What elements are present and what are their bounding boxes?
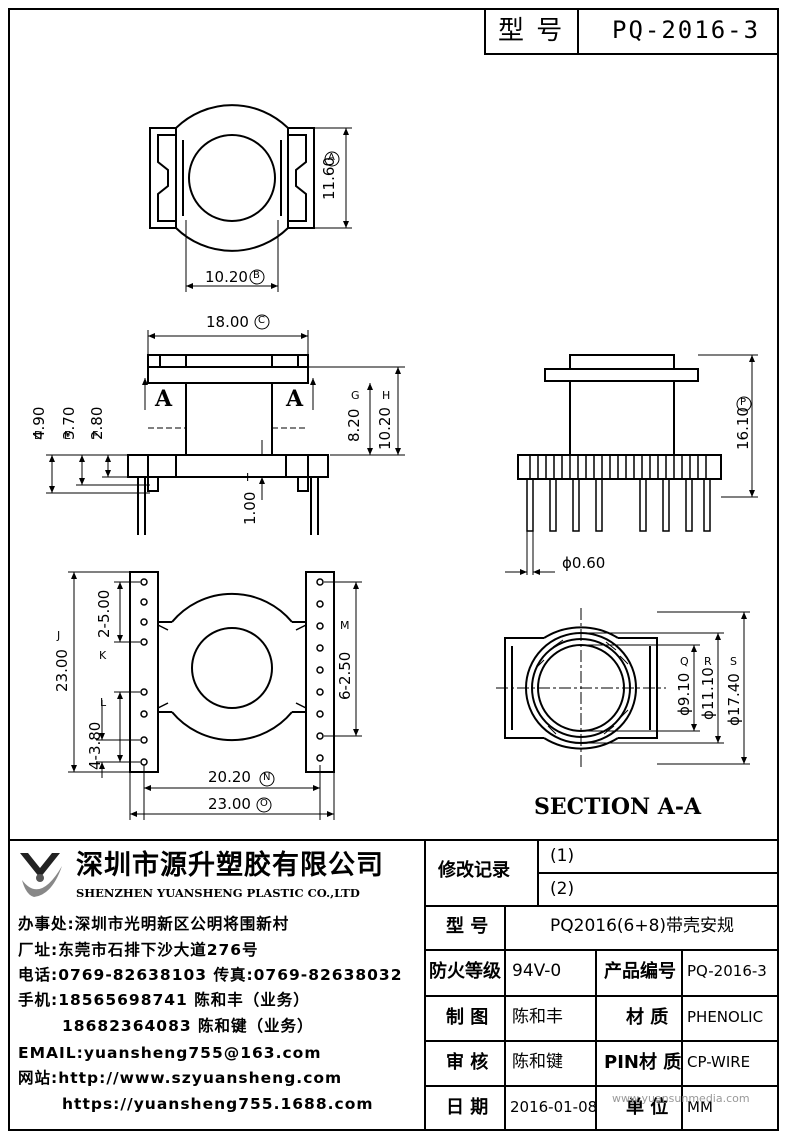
dim-i: 1.00	[241, 491, 259, 525]
model-label: 型 号	[446, 916, 489, 937]
bottom-view-pins	[140, 578, 324, 766]
tag-q: Q	[680, 655, 689, 668]
top-view-dims	[185, 127, 352, 292]
dim-right-height: 16.10	[734, 407, 752, 450]
company-name-en: SHENZHEN YUANSHENG PLASTIC CO.,LTD	[76, 886, 360, 900]
tag-circle-p	[736, 396, 752, 412]
tag-d: D	[34, 429, 43, 442]
pin-material-value: CP-WIRE	[687, 1053, 751, 1071]
tag-circle-c	[254, 314, 270, 330]
dim-top-height: 11.60	[320, 157, 338, 200]
unit-value: MM	[687, 1098, 713, 1116]
product-no-label: 产品编号	[604, 961, 676, 982]
tag-o: O	[260, 798, 268, 809]
company-name-cn: 深圳市源升塑胶有限公司	[76, 850, 384, 881]
side-view-pins	[526, 478, 711, 532]
dim-bottom-height: 23.00	[53, 649, 71, 692]
tag-l: L	[100, 696, 107, 709]
company-email: EMAIL:yuansheng755@163.com	[18, 1044, 322, 1062]
pin-material-label: PIN材 质	[604, 1052, 682, 1073]
model-value: PQ2016(6+8)带壳安规	[550, 916, 735, 936]
tag-j: J	[57, 629, 61, 642]
section-arrow-right: A	[286, 386, 304, 412]
drawn-by-label: 制 图	[446, 1007, 489, 1028]
tag-h: H	[382, 389, 391, 402]
dim-dia-q: ϕ9.10	[675, 672, 693, 716]
company-mobile2: 18682364083 陈和键（业务）	[62, 1017, 314, 1035]
side-view-fins	[529, 455, 707, 479]
tag-r: R	[704, 655, 712, 668]
section-arrow-left: A	[155, 386, 173, 412]
date-value: 2016-01-08	[510, 1098, 598, 1116]
tag-k: K	[99, 649, 107, 662]
bottom-view	[129, 571, 335, 773]
tag-circle-b	[249, 269, 265, 285]
model-title-label: 型 号	[498, 16, 565, 46]
dim-top-width: 10.20	[205, 268, 248, 286]
dim-side-width: 18.00	[206, 313, 249, 331]
tag-f: F	[92, 429, 99, 442]
dim-pitch-l: 4-3.80	[86, 721, 104, 770]
material-label: 材 质	[626, 1007, 669, 1028]
drawn-by-value: 陈和丰	[512, 1007, 563, 1027]
dim-dia-s: ϕ17.40	[725, 673, 743, 726]
dim-pitch-m: 6-2.50	[336, 651, 354, 700]
tag-e: E	[64, 429, 71, 442]
material-value: PHENOLIC	[687, 1008, 764, 1026]
company-site1: 网站:http://www.szyuansheng.com	[18, 1069, 343, 1087]
fire-rating-label: 防火等级	[429, 961, 501, 982]
model-title-box	[484, 8, 779, 55]
top-view	[149, 104, 315, 252]
section-view-hatch	[535, 639, 629, 735]
company-office: 办事处:深圳市光明新区公明将围新村	[18, 915, 290, 933]
company-phone: 电话:0769-82638103 传真:0769-82638032	[18, 966, 403, 984]
company-mobile1: 手机:18565698741 陈和丰（业务）	[18, 991, 310, 1009]
company-factory: 厂址:东莞市石排下沙大道276号	[18, 941, 259, 959]
revision-label: 修改记录	[438, 860, 510, 881]
tag-circle-a	[324, 151, 340, 167]
info-table	[9, 839, 778, 1130]
dim-outer-width: 23.00	[208, 795, 251, 813]
side-view	[517, 354, 722, 480]
front-view-dims	[46, 330, 405, 500]
side-view-dims	[505, 354, 758, 575]
company-site2: https://yuansheng755.1688.com	[62, 1095, 374, 1113]
section-view-dims	[496, 608, 750, 768]
bottom-view-dims	[68, 571, 362, 820]
unit-label: 单 位	[626, 1097, 669, 1118]
model-title-value: PQ-2016-3	[612, 16, 761, 44]
bottom-view-bore	[191, 627, 273, 709]
dim-pin-dia: ϕ0.60	[562, 554, 606, 572]
tag-circle-o	[256, 797, 272, 813]
date-label: 日 期	[446, 1097, 489, 1118]
tag-n: N	[263, 772, 271, 783]
drawing-frame	[8, 8, 779, 1131]
tag-m: M	[340, 619, 350, 632]
tag-a: A	[328, 152, 335, 163]
tag-g: G	[351, 389, 360, 402]
tag-b: B	[253, 270, 260, 281]
dim-dia-r: ϕ11.10	[699, 667, 717, 720]
product-no-value: PQ-2016-3	[687, 962, 767, 980]
front-view	[127, 354, 329, 535]
revision-2: (2)	[550, 879, 575, 899]
tag-c: C	[258, 315, 265, 326]
dim-h: 10.20	[376, 407, 394, 450]
watermark: www.yuansunmedia.com	[612, 1092, 750, 1105]
revision-1: (1)	[550, 846, 575, 866]
dim-pitch-k: 2-5.00	[95, 589, 113, 638]
company-logo	[20, 853, 62, 897]
tag-s: S	[730, 655, 737, 668]
review-value: 陈和键	[512, 1052, 563, 1072]
dim-g: 8.20	[345, 408, 363, 442]
tag-i: I	[246, 471, 250, 484]
tag-circle-n	[259, 771, 275, 787]
section-title: SECTION A-A	[534, 794, 702, 820]
top-view-bore	[188, 134, 276, 222]
review-label: 审 核	[446, 1052, 489, 1073]
fire-rating-value: 94V-0	[512, 961, 562, 981]
dim-inner-width: 20.20	[208, 768, 251, 786]
tag-p: P	[740, 397, 747, 408]
